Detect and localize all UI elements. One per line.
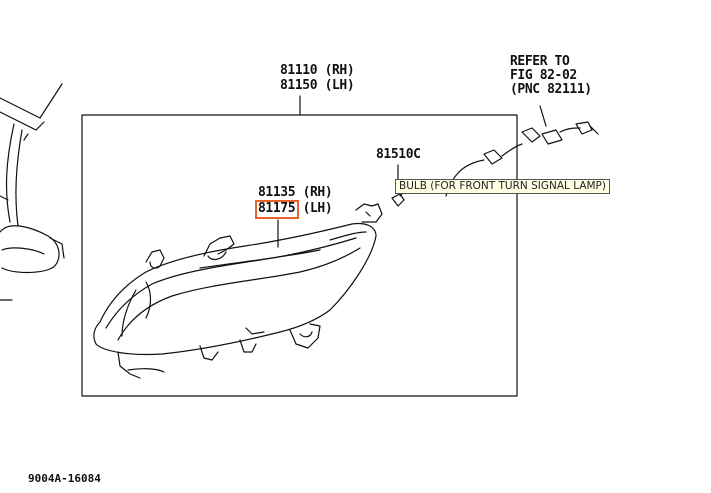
label-unit-rh[interactable]: 81135 (RH) [258,185,333,200]
headlamp-assembly [93,203,383,379]
diagram-code: 9004A-16084 [28,472,101,485]
part-number-81175[interactable]: 81175 [258,201,296,216]
label-unit-lh[interactable]: 81175 (LH) [258,201,333,216]
part-number-81150[interactable]: 81150 [280,78,318,93]
part-number-81110[interactable]: 81110 [280,63,318,78]
refer-line-1[interactable]: REFER TO [510,54,570,69]
part-number-81135[interactable]: 81135 [258,185,296,200]
label-headlamp-lh[interactable]: 81150 (LH) [280,78,355,93]
refer-line-2[interactable]: FIG 82-02 [510,68,577,83]
side-rh: (RH) [302,185,333,200]
selected-part-highlight [255,200,299,219]
assembly-frame [81,114,518,397]
side-rh: (RH) [324,63,355,78]
label-headlamp-rh[interactable]: 81110 (RH) [280,63,355,78]
part-tooltip: BULB (FOR FRONT TURN SIGNAL LAMP) [395,179,610,194]
refer-line-3[interactable]: (PNC 82111) [510,82,592,97]
part-number-81510c[interactable]: 81510C [376,147,421,162]
vehicle-outline [0,83,65,301]
side-lh: (LH) [324,78,355,93]
side-lh: (LH) [302,201,333,216]
